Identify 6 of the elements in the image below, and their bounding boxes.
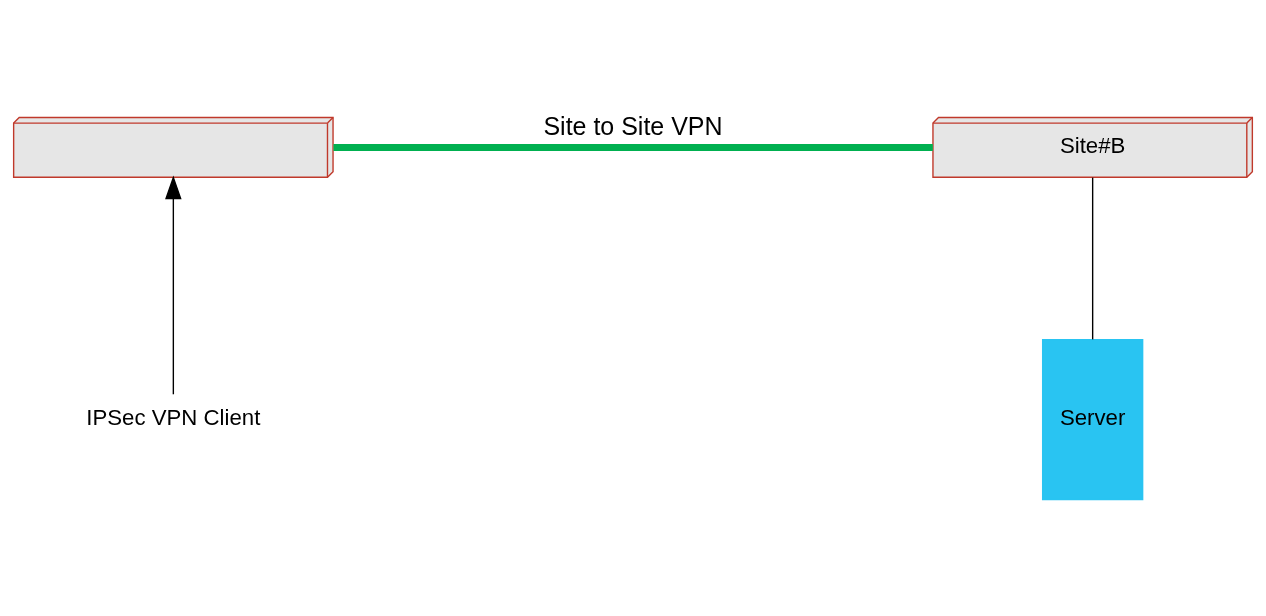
connector (333, 143, 933, 151)
arrow (165, 175, 182, 395)
node-text: IPSec VPN Client (86, 404, 261, 430)
node-box: Server (1041, 338, 1144, 500)
edge-label: Site to Site VPN (543, 111, 723, 140)
connector (1091, 176, 1094, 340)
